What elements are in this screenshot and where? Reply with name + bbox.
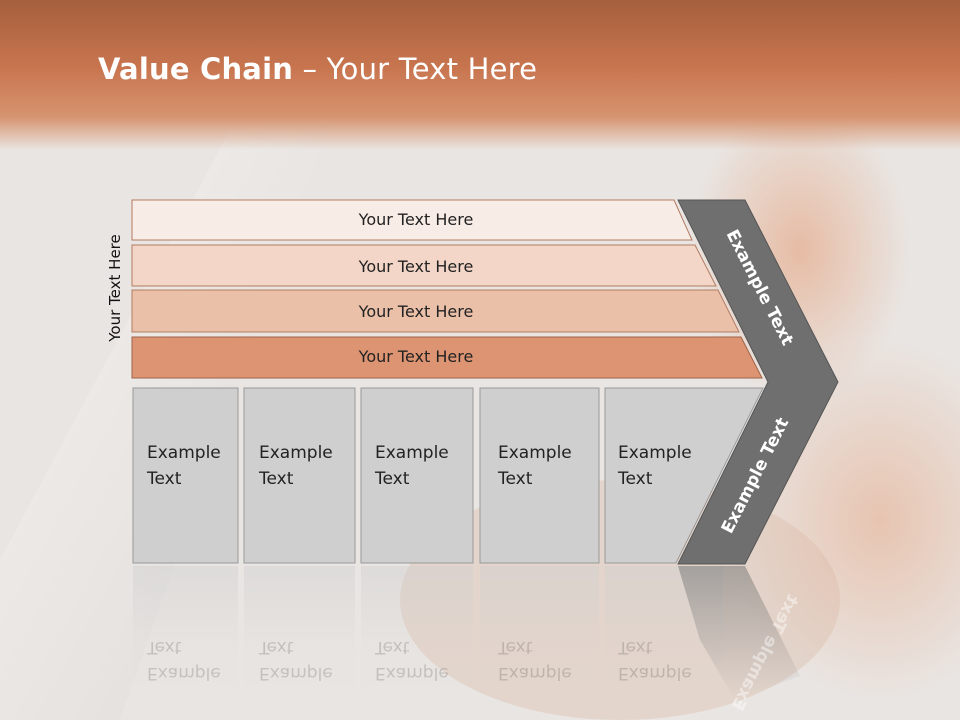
reflection: Example Text	[133, 566, 802, 713]
row-shape-3	[131, 289, 740, 333]
column-label-3: Example Text	[375, 440, 449, 492]
column-reflection-4: Example Text	[498, 634, 572, 686]
column-reflection-1-line1: Example	[147, 663, 221, 683]
column-reflection-4-line2: Text	[498, 637, 533, 657]
column-label-4-line2: Text	[498, 469, 533, 489]
title-band	[0, 0, 960, 150]
row-shape-1	[131, 199, 693, 241]
row-label-4: Your Text Here	[358, 347, 474, 366]
column-reflection-1: Example Text	[147, 634, 221, 686]
column-reflection-5: Example Text	[618, 634, 692, 686]
slide-title: Value Chain – Your Text Here	[98, 52, 537, 86]
column-label-1: Example Text	[147, 440, 221, 492]
column-label-3-line2: Text	[375, 469, 410, 489]
column-label-2-line2: Text	[259, 469, 294, 489]
column-reflection-1-line2: Text	[147, 637, 182, 657]
row-shape-4	[131, 336, 763, 379]
column-shape-4	[479, 387, 600, 564]
column-label-1-line2: Text	[147, 469, 182, 489]
column-label-2-line1: Example	[259, 443, 333, 463]
row-shape-2	[131, 244, 717, 287]
title-rest: – Your Text Here	[293, 52, 538, 86]
column-reflection-2: Example Text	[259, 634, 333, 686]
column-reflection-5-line1: Example	[618, 663, 692, 683]
column-reflection-4-line1: Example	[498, 663, 572, 683]
column-shape-5	[604, 387, 764, 564]
column-reflection-2-line2: Text	[259, 637, 294, 657]
column-reflection-2-line1: Example	[259, 663, 333, 683]
column-label-4-line1: Example	[498, 443, 572, 463]
column-label-5: Example Text	[618, 440, 692, 492]
column-shape-2	[243, 387, 356, 564]
column-label-4: Example Text	[498, 440, 572, 492]
row-label-1: Your Text Here	[358, 210, 474, 229]
column-label-2: Example Text	[259, 440, 333, 492]
title-bold: Value Chain	[98, 52, 294, 86]
margin-chevron	[677, 199, 839, 565]
column-label-5-line1: Example	[618, 443, 692, 463]
column-label-5-line2: Text	[618, 469, 653, 489]
row-label-3: Your Text Here	[358, 302, 474, 321]
column-shape-3	[360, 387, 474, 564]
column-reflection-3: Example Text	[375, 634, 449, 686]
column-reflection-3-line1: Example	[375, 663, 449, 683]
column-label-3-line1: Example	[375, 443, 449, 463]
column-shape-1	[132, 387, 239, 564]
column-reflection-5-line2: Text	[618, 637, 653, 657]
column-label-1-line1: Example	[147, 443, 221, 463]
row-label-2: Your Text Here	[358, 257, 474, 276]
column-reflection-3-line2: Text	[375, 637, 410, 657]
